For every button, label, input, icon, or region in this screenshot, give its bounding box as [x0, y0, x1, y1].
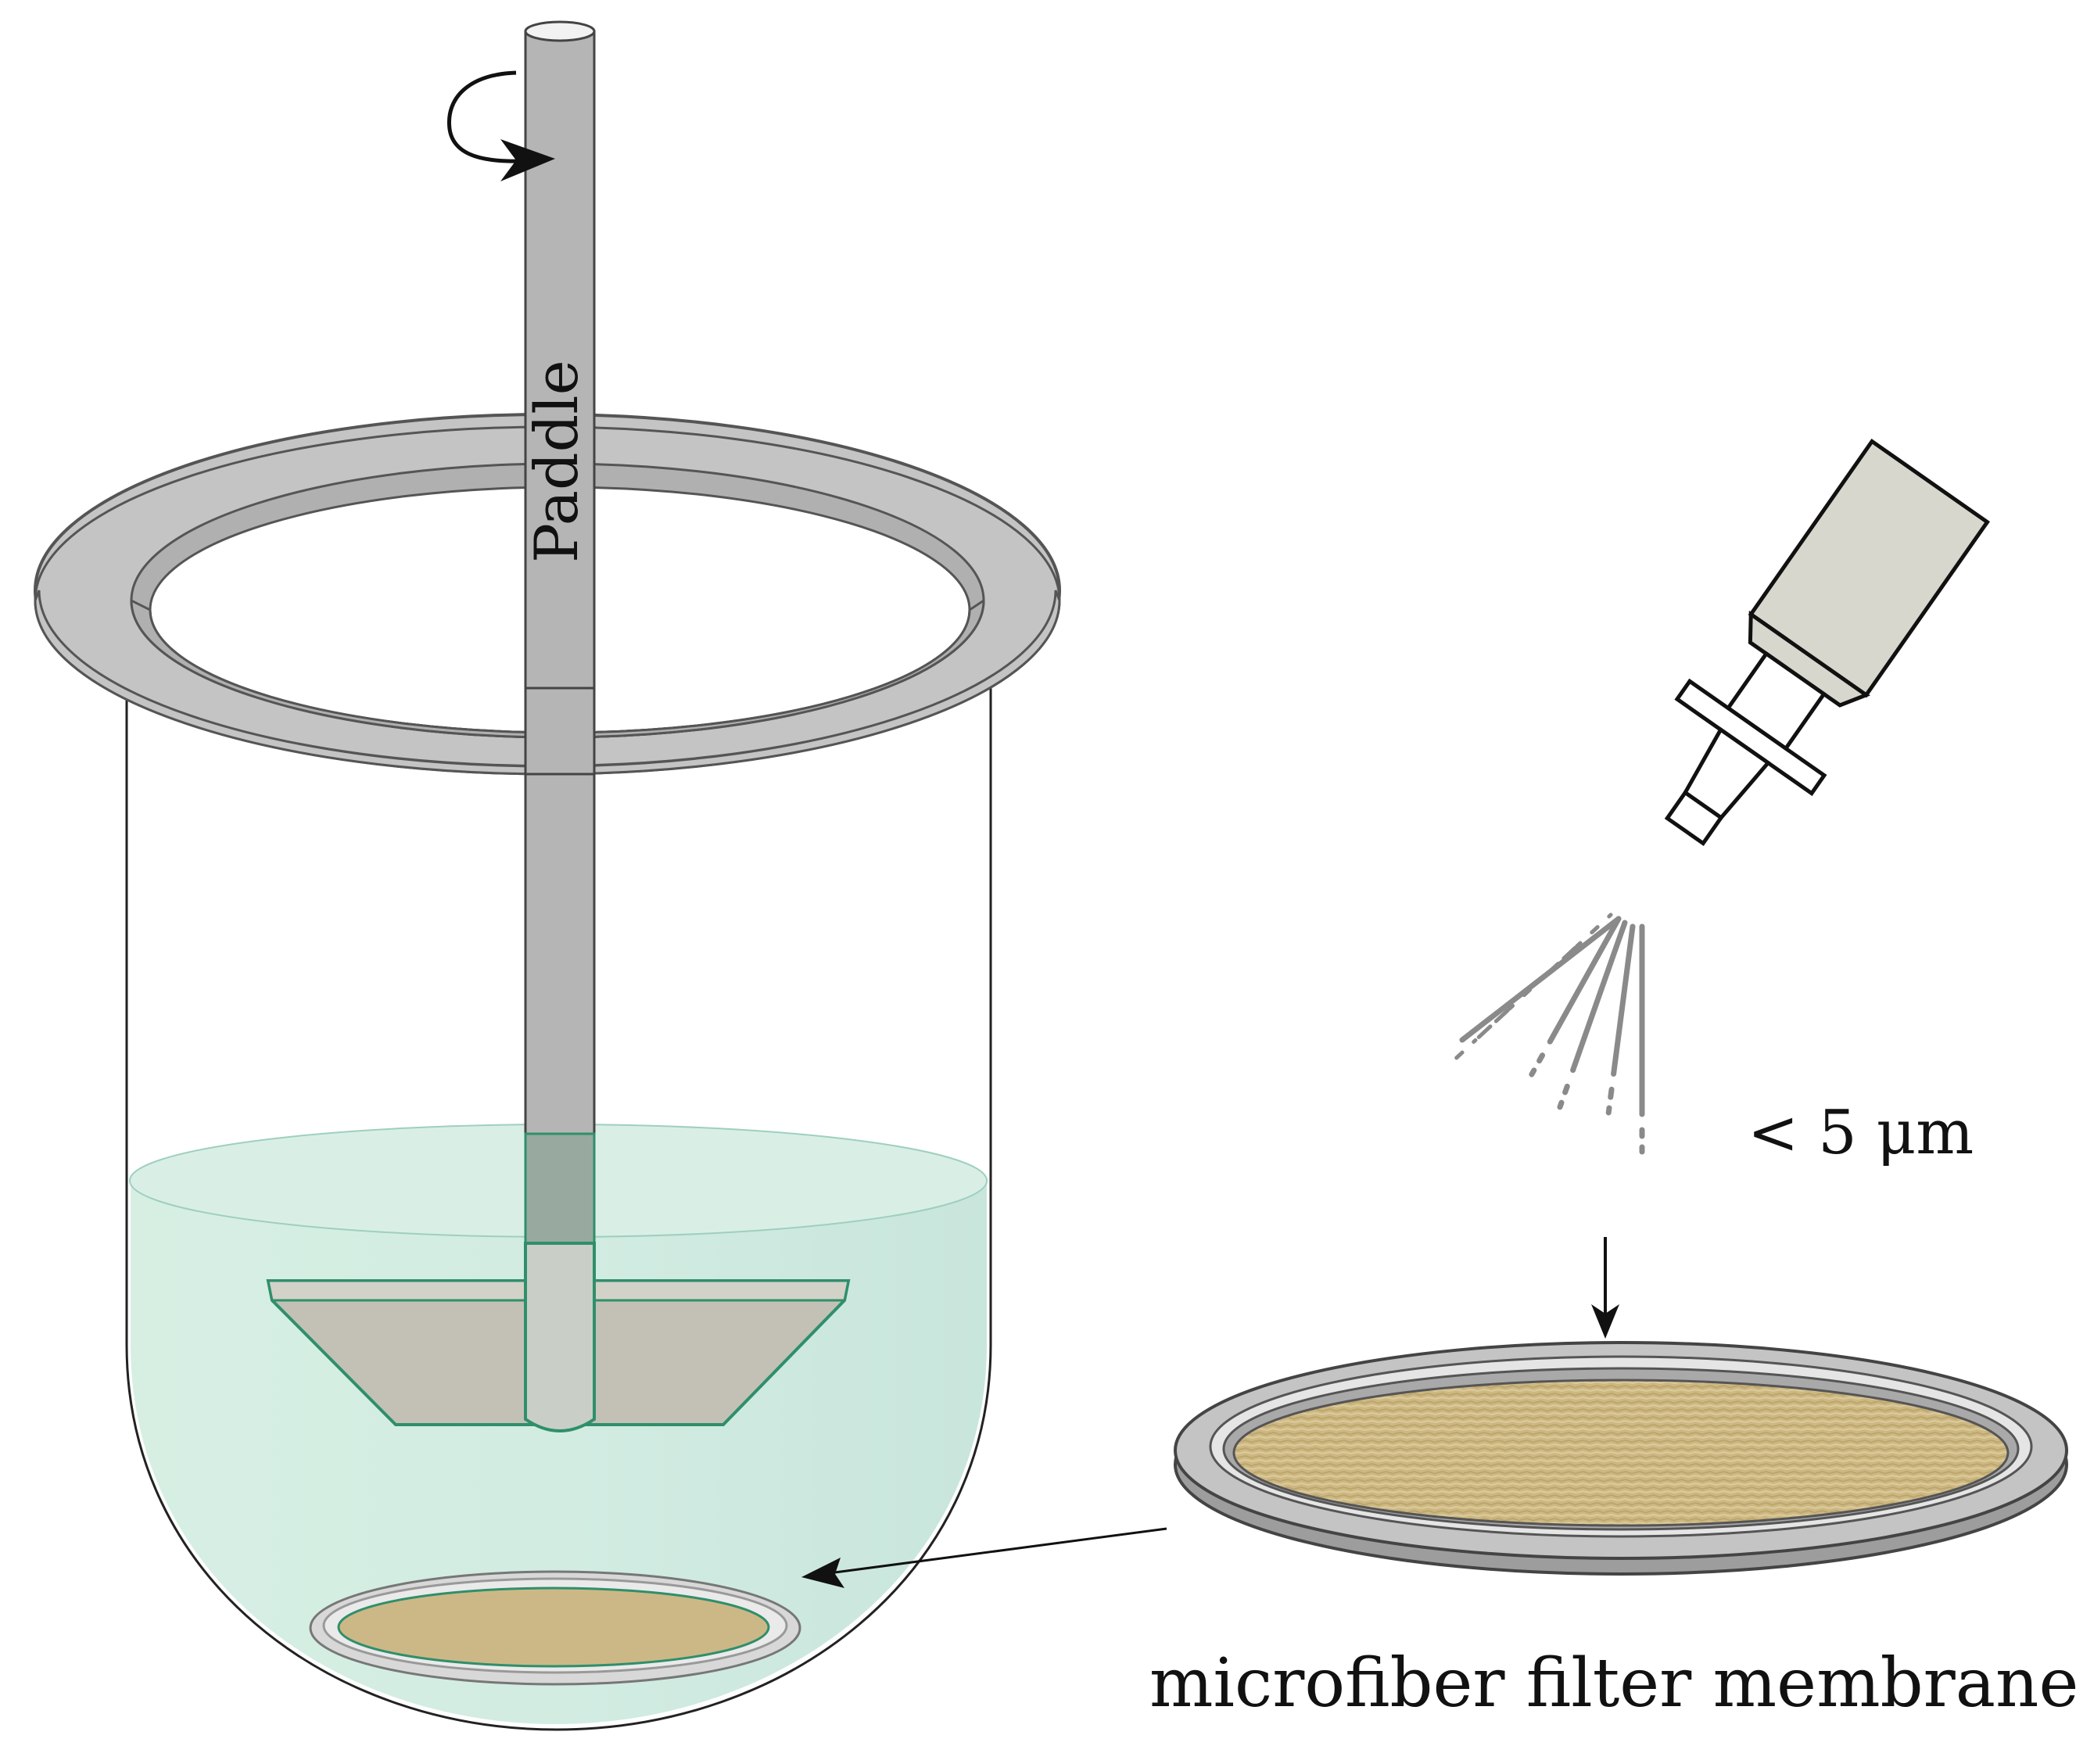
beaker-rim-front [34, 590, 1061, 776]
spray-mist [1448, 912, 1645, 1172]
spray-nozzle [1664, 438, 1991, 847]
curved-arrow-icon [446, 70, 555, 181]
particle-size-label: < 5 μm [1748, 1098, 1974, 1168]
paddle: Paddle [266, 20, 851, 1432]
left-arrow-icon [801, 1527, 1167, 1588]
down-arrow-icon [1591, 1237, 1619, 1339]
filter-membrane [1174, 1341, 2068, 1576]
beaker-wall [125, 672, 992, 1731]
paddle-label: Paddle [522, 360, 591, 563]
vessel-membrane [309, 1570, 801, 1686]
membrane-label: microfiber filter membrane [1149, 1644, 2076, 1723]
